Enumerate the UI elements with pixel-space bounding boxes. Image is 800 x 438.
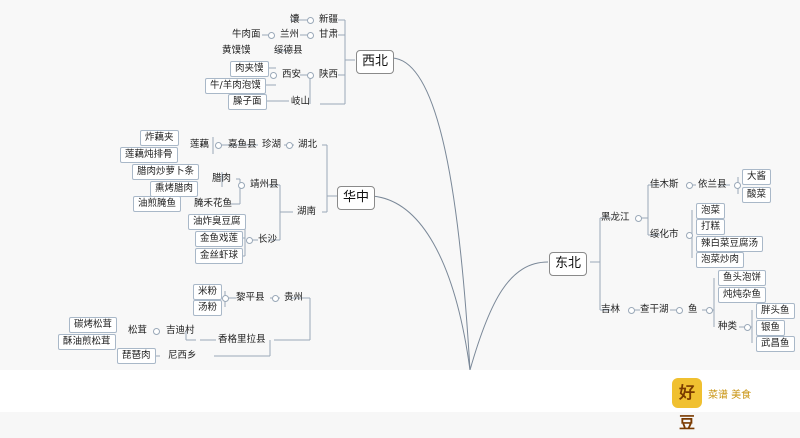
connector-dot — [734, 182, 741, 189]
connector-dot — [246, 237, 253, 244]
connector-dot — [706, 307, 713, 314]
node-jidicun[interactable]: 吉迪村 — [166, 325, 195, 336]
node-xunkao-larou[interactable]: 熏烤腊肉 — [150, 181, 199, 197]
bottom-bar — [0, 370, 800, 412]
node-qishan[interactable]: 岐山 — [291, 96, 311, 107]
node-yutou-paobing[interactable]: 鱼头泡饼 — [718, 270, 767, 286]
node-youjian-yanyu[interactable]: 油煎腌鱼 — [133, 196, 182, 212]
node-suide[interactable]: 绥德县 — [274, 45, 303, 56]
node-wuchangyu[interactable]: 武昌鱼 — [756, 336, 795, 352]
node-labaicai-doufu-tang[interactable]: 辣白菜豆腐汤 — [696, 236, 764, 252]
node-suyou-songrong[interactable]: 酥油煎松茸 — [58, 334, 116, 350]
connector-dot — [222, 295, 229, 302]
node-yinyu[interactable]: 银鱼 — [756, 320, 786, 336]
connector-dot — [307, 32, 314, 39]
node-dundun-zayu[interactable]: 炖炖杂鱼 — [718, 287, 767, 303]
connector-dot — [635, 215, 642, 222]
logo-text: 菜谱 美食 — [708, 390, 752, 401]
node-tangfen[interactable]: 汤粉 — [193, 300, 223, 316]
connector-dot — [307, 72, 314, 79]
mind-map-canvas[interactable]: 西北 华中 东北 新疆 馕 甘肃 兰州 牛肉面 绥德县 黄馍馍 陕西 西安 肉夹… — [0, 0, 800, 370]
node-songrong[interactable]: 松茸 — [128, 325, 148, 336]
connector-dot — [153, 328, 160, 335]
node-paomo[interactable]: 牛/羊肉泡馍 — [205, 78, 266, 94]
region-node-dongbei[interactable]: 东北 — [549, 252, 588, 276]
node-pipa-rou[interactable]: 琵琶肉 — [117, 348, 156, 364]
node-zhonglei[interactable]: 种类 — [718, 321, 738, 332]
node-suancai[interactable]: 酸菜 — [742, 187, 772, 203]
node-jinsi-xiaqiu[interactable]: 金丝虾球 — [195, 248, 244, 264]
node-dajiang[interactable]: 大酱 — [742, 169, 772, 185]
connector-dot — [270, 72, 277, 79]
node-yanhehuayu[interactable]: 腌禾花鱼 — [194, 198, 233, 209]
connector-dot — [686, 182, 693, 189]
connector-dot — [268, 32, 275, 39]
node-jilin[interactable]: 吉林 — [601, 304, 621, 315]
node-paocai-chaorou[interactable]: 泡菜炒肉 — [696, 252, 745, 268]
node-suihua[interactable]: 绥化市 — [650, 229, 679, 240]
node-heilongjiang[interactable]: 黑龙江 — [601, 212, 630, 223]
node-changsha[interactable]: 长沙 — [258, 234, 278, 245]
watermark-logo: 好豆 菜谱 美食 — [668, 378, 798, 432]
node-xinjiang[interactable]: 新疆 — [319, 14, 339, 25]
connector-dot — [307, 17, 314, 24]
connector-dot — [744, 324, 751, 331]
node-saozimian[interactable]: 臊子面 — [228, 94, 267, 110]
node-paocai[interactable]: 泡菜 — [696, 203, 726, 219]
node-huangmomo[interactable]: 黄馍馍 — [222, 45, 251, 56]
node-shaanxi[interactable]: 陕西 — [319, 69, 339, 80]
node-gansu[interactable]: 甘肃 — [319, 29, 339, 40]
node-zhaoujia[interactable]: 炸藕夹 — [140, 130, 179, 146]
connector-dot — [686, 232, 693, 239]
node-lanzhou[interactable]: 兰州 — [280, 29, 300, 40]
connector-dot — [215, 142, 222, 149]
node-lianou-paigu[interactable]: 莲藕炖排骨 — [120, 147, 178, 163]
node-lianou[interactable]: 莲藕 — [190, 139, 210, 150]
region-node-xibei[interactable]: 西北 — [356, 50, 395, 74]
node-jiamusi[interactable]: 佳木斯 — [650, 179, 679, 190]
node-jinyu-xilian[interactable]: 金鱼戏莲 — [195, 231, 244, 247]
node-zhenhu[interactable]: 珍湖 — [262, 139, 282, 150]
node-hubei[interactable]: 湖北 — [298, 139, 318, 150]
node-yu[interactable]: 鱼 — [688, 304, 698, 315]
connector-lines — [155, 19, 753, 370]
node-xian[interactable]: 西安 — [282, 69, 302, 80]
node-nang[interactable]: 馕 — [290, 14, 300, 25]
connector-dot — [272, 295, 279, 302]
node-jingzhou[interactable]: 靖州县 — [250, 179, 279, 190]
logo-badge: 好豆 — [672, 378, 702, 432]
node-liping[interactable]: 黎平县 — [236, 292, 265, 303]
region-node-huazhong[interactable]: 华中 — [337, 186, 376, 210]
node-guizhou[interactable]: 贵州 — [284, 292, 304, 303]
node-chaganhu[interactable]: 查干湖 — [640, 304, 669, 315]
node-jiayu[interactable]: 嘉鱼县 — [228, 139, 257, 150]
node-mifen[interactable]: 米粉 — [193, 284, 223, 300]
node-tankao-songrong[interactable]: 碳烤松茸 — [69, 317, 118, 333]
node-pangtouyu[interactable]: 胖头鱼 — [756, 303, 795, 319]
node-larou[interactable]: 腊肉 — [212, 173, 232, 184]
node-larou-luobo[interactable]: 腊肉炒萝卜条 — [132, 164, 200, 180]
node-xianggelila[interactable]: 香格里拉县 — [218, 334, 266, 345]
node-niuroumian[interactable]: 牛肉面 — [232, 29, 261, 40]
connector-dot — [286, 142, 293, 149]
node-nixixiang[interactable]: 尼西乡 — [168, 350, 197, 361]
node-chouddoufu[interactable]: 油炸臭豆腐 — [188, 214, 246, 230]
connector-dot — [676, 307, 683, 314]
node-roujiamo[interactable]: 肉夹馍 — [230, 61, 269, 77]
node-dagao[interactable]: 打糕 — [696, 219, 726, 235]
connector-dot — [628, 307, 635, 314]
connector-dot — [238, 182, 245, 189]
node-yilan[interactable]: 依兰县 — [698, 179, 727, 190]
node-hunan[interactable]: 湖南 — [297, 206, 317, 217]
